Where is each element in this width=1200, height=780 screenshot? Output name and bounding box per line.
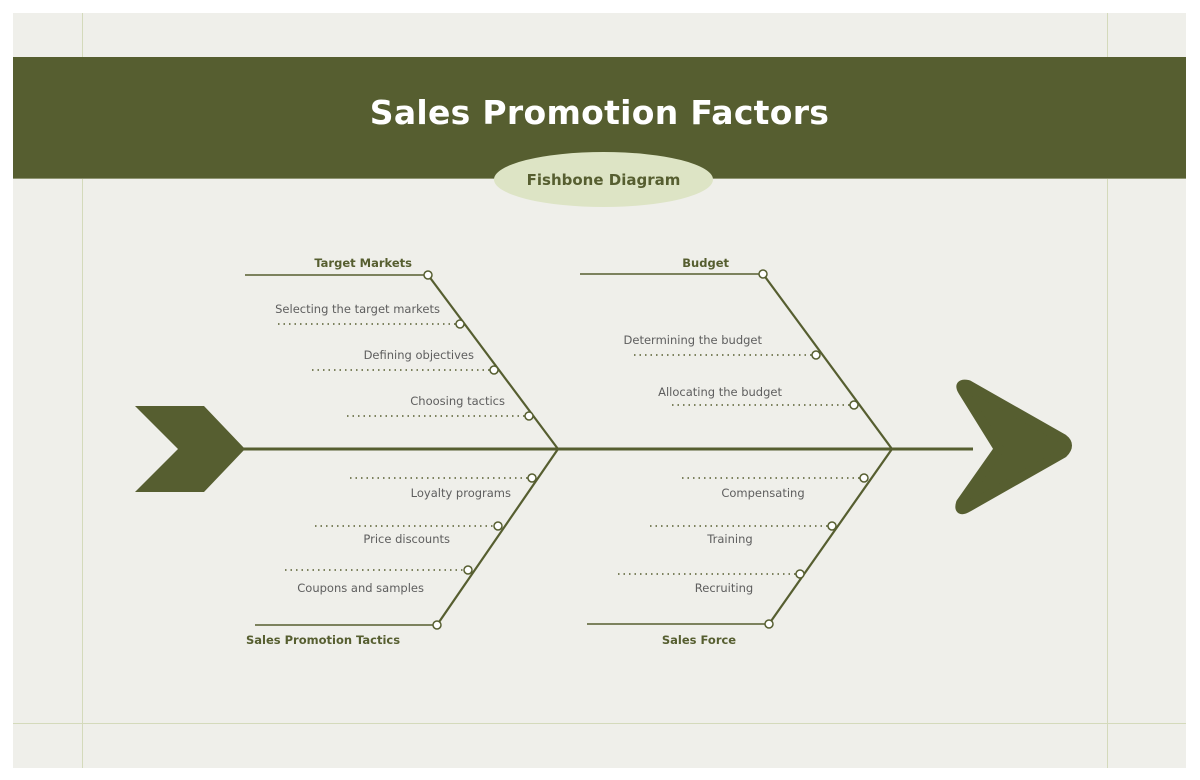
arrow-head-icon	[955, 379, 1072, 515]
cause-label: Choosing tactics	[410, 394, 505, 408]
cause-label: Allocating the budget	[658, 385, 782, 399]
cause-label: Defining objectives	[364, 348, 474, 362]
category-label: Target Markets	[314, 256, 412, 270]
chevron-tail-icon	[135, 406, 245, 492]
guide-line-left	[82, 13, 83, 768]
page-title: Sales Promotion Factors	[369, 93, 830, 132]
category-budget: Budget Determining the budget Allocating…	[580, 256, 893, 450]
cause-label: Training	[706, 532, 752, 546]
guide-line-bottom	[13, 723, 1186, 724]
cause-label: Compensating	[721, 486, 804, 500]
fishbone-diagram: Target Markets Selecting the target mark…	[135, 256, 1072, 647]
guide-line-right	[1107, 13, 1108, 768]
category-label: Sales Force	[662, 633, 736, 647]
diagram-canvas: Sales Promotion Factors Fishbone Diagram…	[13, 13, 1186, 768]
subtitle-pill: Fishbone Diagram	[494, 152, 713, 207]
subtitle-text: Fishbone Diagram	[526, 170, 681, 189]
cause-label: Recruiting	[695, 581, 753, 595]
category-label: Budget	[682, 256, 729, 270]
cause-label: Coupons and samples	[297, 581, 424, 595]
category-label: Sales Promotion Tactics	[246, 633, 400, 647]
category-sales-force: Sales Force Compensating Training Recrui…	[587, 448, 893, 647]
category-target-markets: Target Markets Selecting the target mark…	[245, 256, 559, 450]
cause-label: Price discounts	[363, 532, 450, 546]
cause-label: Selecting the target markets	[275, 302, 440, 316]
node-circle	[423, 270, 433, 280]
category-sales-promotion-tactics: Sales Promotion Tactics Loyalty programs…	[246, 448, 559, 647]
cause-label: Loyalty programs	[411, 486, 511, 500]
cause-label: Determining the budget	[624, 333, 763, 347]
